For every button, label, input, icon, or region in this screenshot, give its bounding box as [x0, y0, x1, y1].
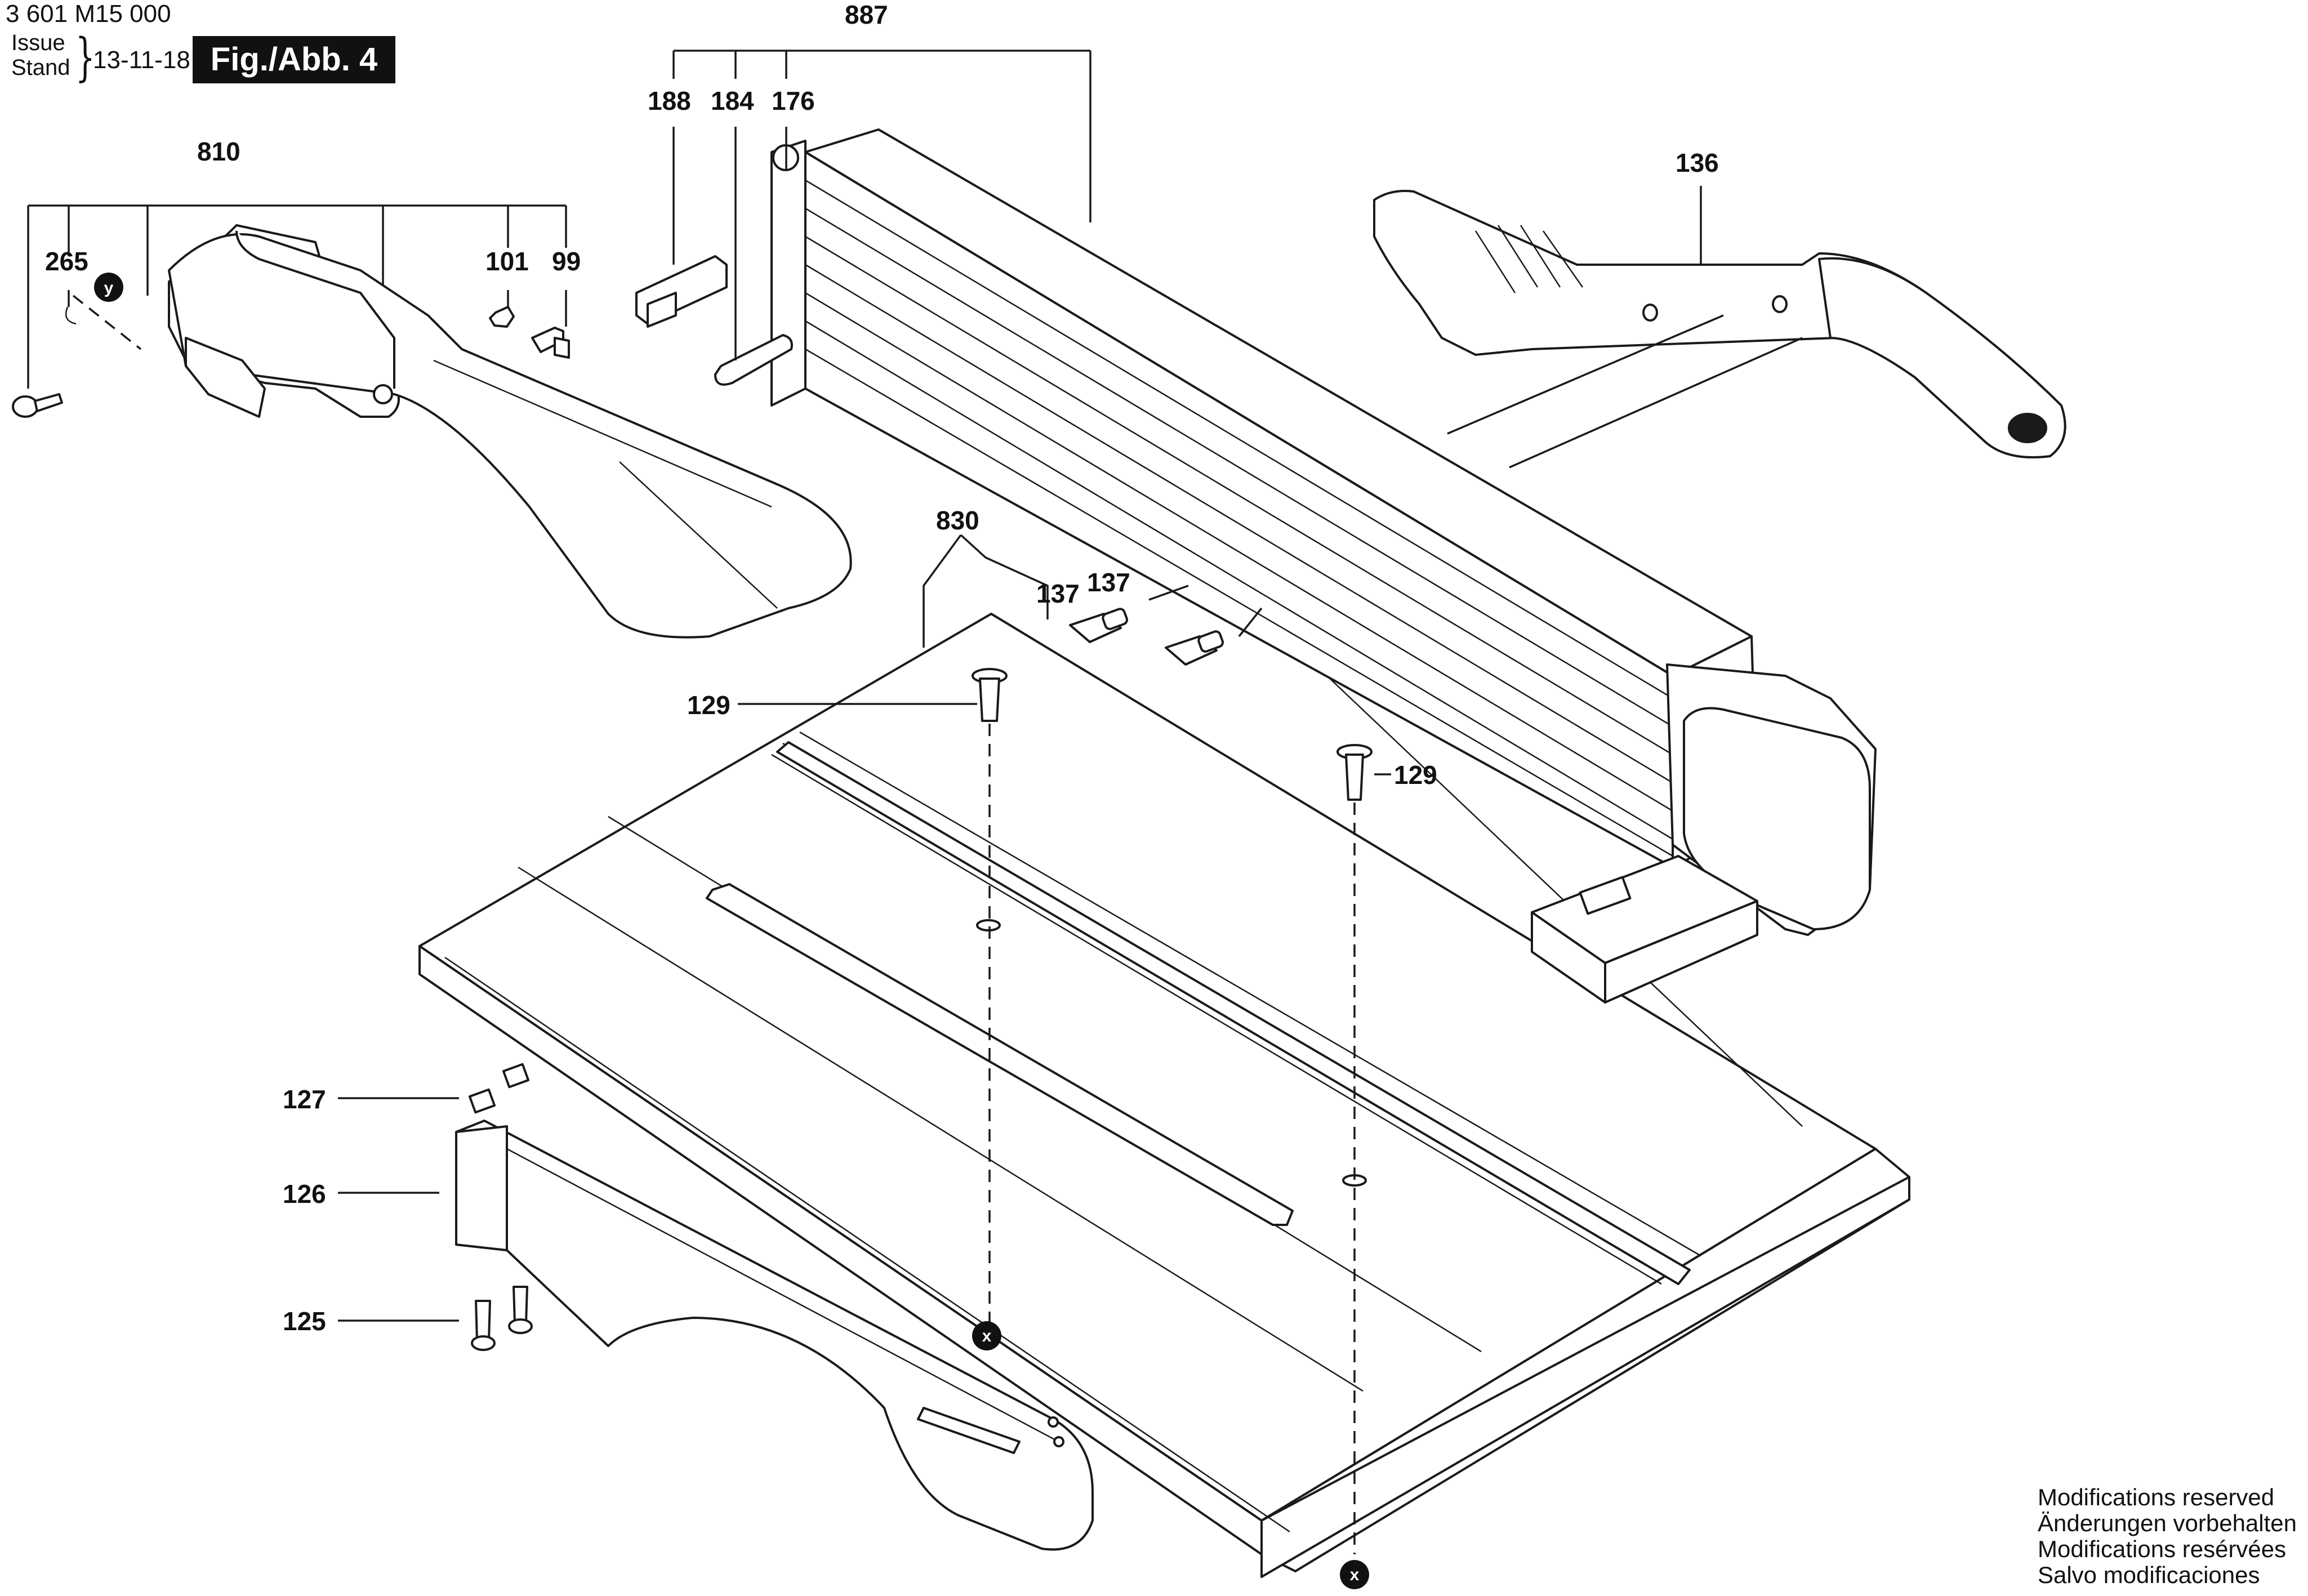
screw-125-a	[471, 1300, 496, 1351]
nut-127-b	[502, 1063, 530, 1089]
label-265: 265	[45, 247, 88, 276]
disclaimer-line-en: Modifications reserved	[2037, 1484, 2275, 1510]
disclaimer-line-es: Salvo modificaciones	[2037, 1562, 2260, 1588]
screw-129-b	[1336, 744, 1373, 801]
label-830: 830	[936, 506, 979, 535]
label-136: 136	[1676, 148, 1719, 177]
push-stick-136	[1373, 190, 2066, 458]
label-126: 126	[283, 1179, 326, 1209]
issue-label-line1: Issue	[11, 30, 65, 55]
rip-fence-887	[770, 128, 1877, 1004]
pin-137-a	[1069, 608, 1128, 643]
nut-127-a	[468, 1088, 496, 1114]
fence-pin-184	[714, 334, 793, 386]
pin-137-b	[1165, 630, 1224, 666]
modifications-disclaimer: Modifications reserved Änderungen vorbeh…	[2038, 1484, 2297, 1588]
issue-brace: }	[75, 27, 95, 87]
label-887: 887	[845, 0, 888, 29]
nut-101	[489, 306, 515, 328]
label-184: 184	[711, 86, 754, 115]
issue-label-line2: Stand	[11, 55, 70, 80]
blade-guard-810	[168, 224, 852, 639]
disclaimer-line-de: Änderungen vorbehalten	[2037, 1510, 2297, 1536]
marker-x-2-text: x	[1350, 1566, 1360, 1584]
label-137-b: 137	[1087, 568, 1130, 597]
side-rail-126	[455, 1120, 1094, 1551]
label-129-a: 129	[687, 690, 730, 720]
label-101: 101	[485, 247, 529, 276]
document-number: 3 601 M15 000	[6, 0, 171, 28]
screw-125-b	[508, 1286, 533, 1334]
marker-x-1: x	[972, 1321, 1001, 1350]
marker-x-1-text: x	[982, 1327, 992, 1345]
disclaimer-line-fr: Modifications resérvées	[2037, 1536, 2287, 1562]
screw-99	[531, 327, 570, 359]
fence-clip-188	[635, 255, 728, 328]
label-810: 810	[197, 137, 240, 166]
label-129-b: 129	[1394, 760, 1437, 790]
figure-badge: Fig./Abb. 4	[193, 36, 395, 83]
screw-265	[12, 393, 63, 418]
label-176: 176	[772, 86, 815, 115]
issue-date: 13-11-18	[93, 46, 190, 74]
marker-y: y	[94, 273, 123, 302]
label-188: 188	[648, 86, 691, 115]
retaining-ring-265	[65, 306, 77, 325]
table-top-830	[418, 613, 1910, 1578]
screw-129-a	[972, 668, 1008, 722]
issue-label: Issue Stand	[11, 30, 70, 80]
label-125: 125	[283, 1307, 326, 1336]
label-137-a: 137	[1036, 579, 1080, 608]
marker-y-text: y	[104, 279, 114, 297]
leader-lines	[27, 50, 1803, 1554]
label-99: 99	[552, 247, 581, 276]
part-number-labels: 887 188 184 176 810 265 101 99 136 830 1…	[45, 0, 1719, 1336]
marker-x-2: x	[1340, 1560, 1369, 1589]
label-127: 127	[283, 1085, 326, 1114]
